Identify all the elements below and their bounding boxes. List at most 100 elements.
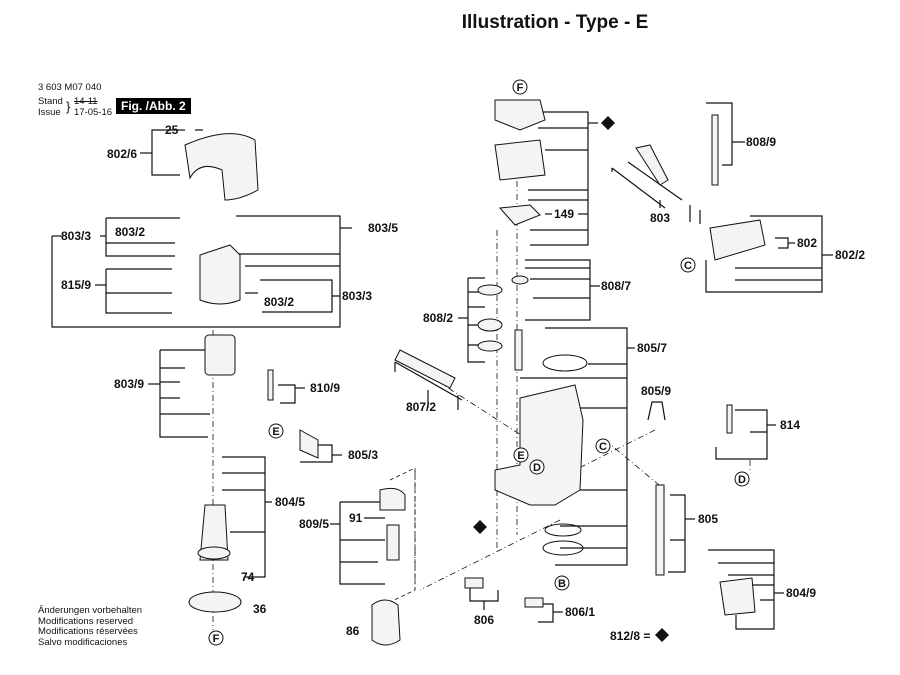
bracket-807-2: [394, 361, 463, 410]
stand-label: Stand: [38, 96, 63, 107]
callout-E-left: E: [268, 423, 284, 439]
part-806-1: [524, 597, 544, 608]
svg-text:F: F: [213, 633, 220, 645]
part-number: 3 603 M07 040: [38, 82, 102, 93]
bracket-805-7: [520, 327, 628, 566]
label-803-9: 803/9: [114, 377, 144, 391]
part-806: [464, 577, 484, 589]
svg-text:D: D: [533, 462, 541, 474]
plate-149: [498, 204, 541, 226]
label-809-5: 809/5: [299, 517, 329, 531]
bracket-803: [611, 161, 701, 224]
pin-805-7: [514, 329, 523, 371]
callout-C-top: C: [680, 257, 696, 273]
label-807-2: 807/2: [406, 400, 436, 414]
svg-text:E: E: [272, 426, 279, 438]
stand-value: 14-11: [74, 96, 98, 107]
svg-text:D: D: [738, 474, 746, 486]
bracket-815-9: [105, 268, 172, 314]
bearing-808-7: [511, 275, 529, 285]
motor-housing: [199, 244, 241, 305]
label-805-3: 805/3: [348, 448, 378, 462]
label-803-3a: 803/3: [61, 229, 91, 243]
chuck-86: [371, 599, 401, 646]
callout-D-mid: D: [529, 459, 545, 475]
brace: }: [66, 99, 71, 114]
label-805-7: 805/7: [637, 341, 667, 355]
svg-text:C: C: [599, 441, 607, 453]
switch-804-9: [719, 577, 756, 616]
bracket-805-9: [647, 401, 666, 421]
diamond-icon: [473, 520, 487, 534]
circlip: [542, 354, 588, 372]
svg-text:B: B: [558, 578, 566, 590]
column-housing: [494, 384, 584, 506]
gear-808-2: [477, 318, 503, 332]
washer-808-2b: [477, 340, 503, 352]
diamond-icon: [655, 628, 669, 642]
label-86: 86: [346, 624, 360, 638]
label-804-9: 804/9: [786, 586, 816, 600]
svg-text:E: E: [517, 450, 524, 462]
washer-808-2a: [477, 284, 503, 296]
note-en: Modifications reserved: [38, 615, 134, 627]
label-806-1: 806/1: [565, 605, 595, 619]
bracket-803-3b: [260, 279, 340, 313]
callout-E-mid: E: [513, 447, 529, 463]
bracket-803-5: [51, 215, 341, 328]
bracket-808-7: [525, 259, 591, 321]
figure-label: Fig. /Abb. 2: [116, 98, 191, 114]
bracket-814: [715, 409, 768, 460]
callout-F-top: F: [512, 79, 528, 95]
handle-803: [635, 144, 669, 186]
label-803-2b: 803/2: [264, 295, 294, 309]
label-815-9: 815/9: [61, 278, 91, 292]
switch-814: [726, 404, 733, 434]
label-802-2: 802/2: [835, 248, 865, 262]
label-802: 802: [797, 236, 817, 250]
label-25: 25: [165, 123, 179, 137]
bracket-803-3a: [105, 217, 180, 257]
label-808-2: 808/2: [423, 311, 453, 325]
label-803-3b: 803/3: [342, 289, 372, 303]
bracket-810-9: [278, 384, 296, 404]
motor-cover-802-6: [184, 133, 259, 201]
bracket-809-5: [339, 501, 395, 585]
gasket: [494, 99, 546, 131]
clamp-802-2: [709, 219, 766, 261]
bearing-91: [379, 487, 406, 511]
label-803: 803: [650, 211, 670, 225]
label-805: 805: [698, 512, 718, 526]
callout-B: B: [554, 575, 570, 591]
bracket-802: [775, 237, 789, 249]
label-810-9: 810/9: [310, 381, 340, 395]
ring-b: [542, 540, 584, 556]
page-title: Illustration - Type - E: [461, 12, 649, 33]
diamond-icon: [601, 116, 615, 130]
callout-F-bottom: F: [208, 630, 224, 646]
bracket-804-5: [222, 456, 266, 578]
parts: [184, 99, 766, 646]
label-806: 806: [474, 613, 494, 627]
part-805-3: [299, 429, 319, 459]
note-de: Änderungen vorbehalten: [38, 605, 143, 616]
svg-text:C: C: [684, 260, 692, 272]
svg-text:F: F: [517, 82, 524, 94]
bracket-803-9: [159, 349, 210, 438]
label-803-2a: 803/2: [115, 225, 145, 239]
spindle: [386, 524, 400, 561]
label-803-5: 803/5: [368, 221, 398, 235]
label-808-7: 808/7: [601, 279, 631, 293]
issue-value: 17-05-16: [74, 107, 113, 118]
bracket-149: [528, 111, 589, 246]
label-814: 814: [780, 418, 800, 432]
gear-housing: [494, 139, 546, 181]
pin-810-9: [267, 369, 274, 401]
callout-D-right: D: [734, 471, 750, 487]
bracket-802-2: [705, 215, 823, 293]
modification-notes: Änderungen vorbehalten Modifications res…: [38, 605, 143, 648]
rod-808-9: [711, 114, 719, 186]
callout-C-mid: C: [595, 438, 611, 454]
rail-805: [655, 484, 665, 576]
